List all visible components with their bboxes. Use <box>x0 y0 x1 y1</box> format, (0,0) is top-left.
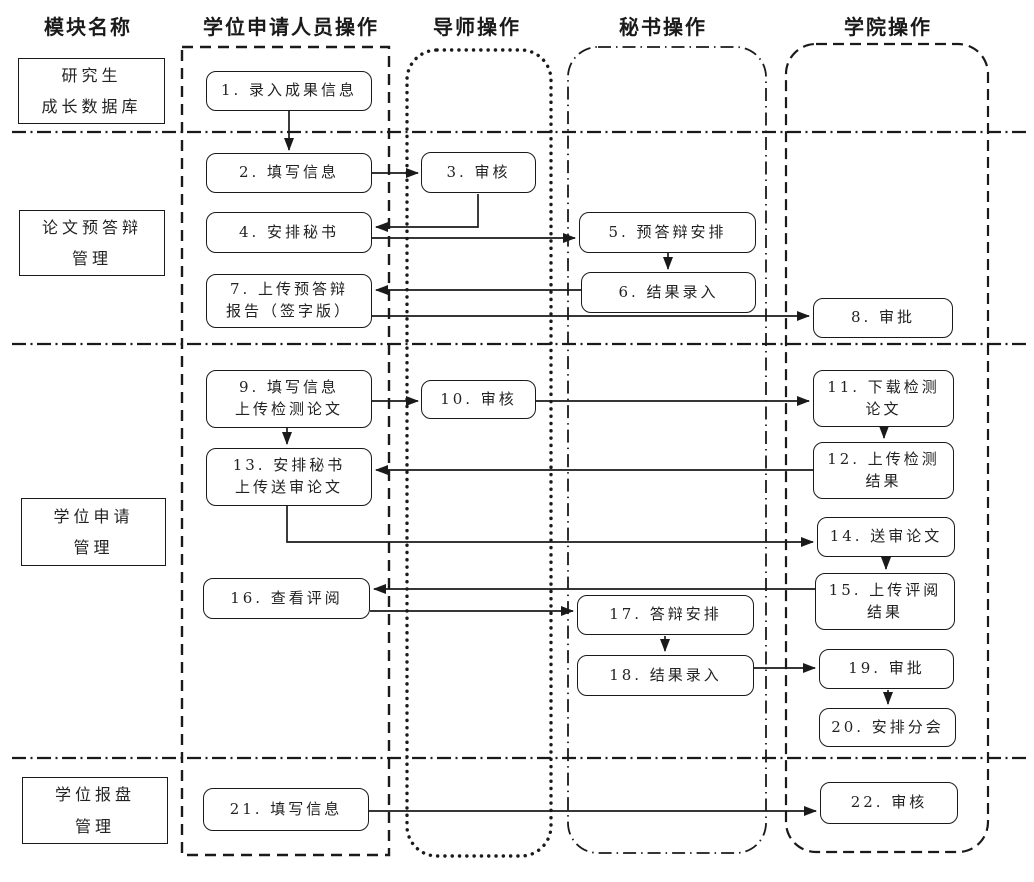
step-21-fill-info: 21. 填写信息 <box>203 788 369 831</box>
step-9-fill-info-upload-thesis: 9. 填写信息 上传检测论文 <box>206 370 372 428</box>
step-14-send-thesis-for-review: 14. 送审论文 <box>817 517 955 557</box>
step-5-predefense-arrangement: 5. 预答辩安排 <box>579 212 756 253</box>
lane-supervisor-frame <box>405 48 553 858</box>
lane-applicant-frame <box>180 45 391 857</box>
edge-13-14 <box>286 506 814 547</box>
step-1-enter-achievement-info: 1. 录入成果信息 <box>206 71 372 111</box>
step-17-defense-arrangement: 17. 答辩安排 <box>577 595 754 635</box>
column-header-secretary: 秘书操作 <box>619 15 707 39</box>
edge-3-4 <box>375 194 479 232</box>
step-13-arrange-secretary-upload: 13. 安排秘书 上传送审论文 <box>206 448 372 506</box>
step-12-upload-check-result: 12. 上传检测 结果 <box>813 442 954 499</box>
step-18-result-entry: 18. 结果录入 <box>577 655 754 696</box>
lane-college-frame <box>784 42 990 854</box>
module-box-degree-reporting: 学位报盘 管理 <box>22 777 168 844</box>
step-22-review: 22. 审核 <box>820 782 958 824</box>
column-header-college: 学院操作 <box>844 15 932 39</box>
step-8-approval: 8. 审批 <box>813 298 953 338</box>
column-header-supervisor: 导师操作 <box>433 15 521 39</box>
column-header-applicant: 学位申请人员操作 <box>203 15 379 39</box>
column-header-module: 模块名称 <box>44 15 132 39</box>
step-15-upload-review-result: 15. 上传评阅 结果 <box>815 573 955 630</box>
step-19-approval: 19. 审批 <box>819 649 954 689</box>
step-11-download-check-thesis: 11. 下载检测 论文 <box>813 370 954 427</box>
step-16-view-review: 16. 查看评阅 <box>203 578 370 619</box>
module-box-degree-application: 学位申请 管理 <box>21 498 166 566</box>
module-box-predefense-management: 论文预答辩 管理 <box>19 210 165 276</box>
step-20-arrange-subcommittee: 20. 安排分会 <box>819 708 956 747</box>
step-7-upload-predefense-report: 7. 上传预答辩 报告（签字版） <box>206 274 372 328</box>
step-10-review: 10. 审核 <box>421 380 536 419</box>
module-box-growth-database: 研究生 成长数据库 <box>18 58 165 124</box>
step-3-review: 3. 审核 <box>421 152 536 193</box>
lane-secretary-frame <box>567 46 767 854</box>
step-6-result-entry: 6. 结果录入 <box>581 272 756 313</box>
step-4-arrange-secretary: 4. 安排秘书 <box>206 212 372 253</box>
step-2-fill-info: 2. 填写信息 <box>206 153 372 193</box>
